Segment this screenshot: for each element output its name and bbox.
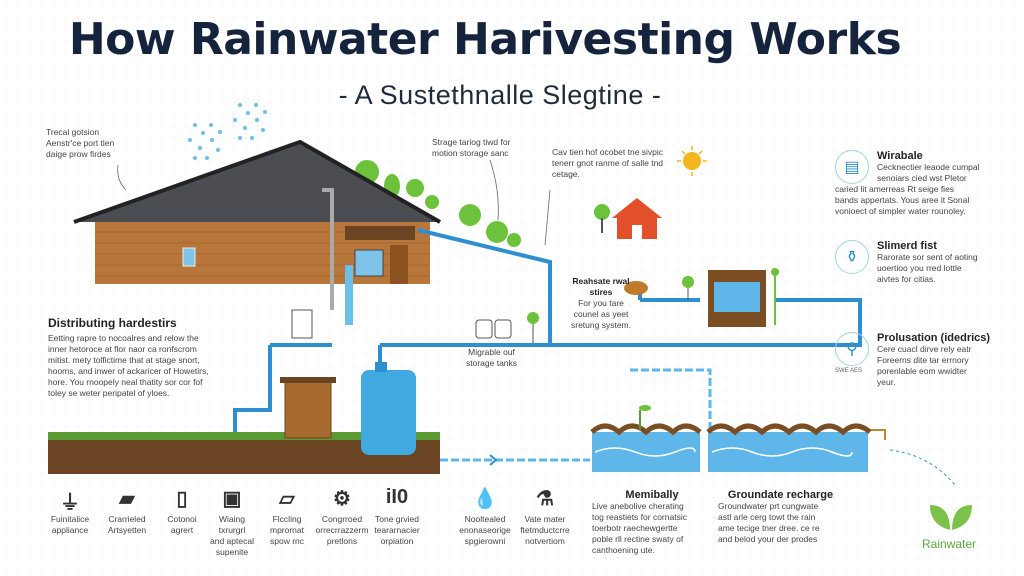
icon-label: and aptecal — [210, 536, 254, 546]
drop-icon: 💧 — [472, 488, 498, 510]
icon-label: Wiaing — [219, 514, 245, 524]
icon-label: Fuinitalice — [50, 514, 90, 524]
icon-label: Congrroed — [321, 514, 363, 524]
cottage — [612, 198, 662, 218]
distributing-section: Distributing hardestirs Eetting rapre to… — [48, 316, 209, 398]
icon-label: Cotonoi — [167, 514, 197, 524]
tap-icon: ⚗ — [536, 488, 554, 510]
filter-trays-icon: ▤ — [835, 150, 869, 184]
icon-label: appliance — [51, 525, 89, 535]
groundwater-section: Groundate recharge Groundwater prt cungw… — [718, 489, 834, 544]
box-icon: ▰ — [119, 488, 135, 510]
subtitle: - A Sustethnalle Slegtine - — [338, 80, 662, 110]
io-icon: iI0 — [385, 486, 409, 508]
icon-label: orrecrrazzerm — [315, 525, 369, 535]
icon-label: enonaseorige — [459, 525, 511, 535]
icon-label: Flccling — [272, 514, 302, 524]
rainwater-logo — [930, 505, 972, 530]
storage-tank — [361, 370, 416, 455]
canister-icon: ▯ — [176, 488, 188, 510]
icon-label: Tone grvied — [375, 514, 419, 524]
device-icon: ▱ — [279, 488, 295, 510]
bottle-icon: ⚱ — [835, 240, 869, 274]
icon-label: spgierowni — [464, 536, 506, 546]
roof — [74, 142, 440, 222]
pipes — [233, 228, 862, 432]
icon-label: pretlons — [326, 536, 358, 546]
crate-icon: ▣ — [222, 488, 242, 510]
rain-drops-icon — [188, 103, 267, 160]
gear-icon: ⚙ — [333, 488, 351, 510]
right-panel-item: ⚲ SWE AES Prolusation (idedrics) Cere cu… — [835, 332, 991, 387]
icon-label: agrert — [170, 525, 194, 535]
sun-icon — [683, 152, 701, 170]
icon-label: notvertiom — [525, 536, 565, 546]
page-title: How Rainwater Harivesting Works — [68, 14, 902, 65]
right-panel-item: ⚱ Slimerd fist Rarorate sor sent of aoti… — [835, 240, 1020, 285]
grass — [48, 432, 440, 440]
icon-label: orpiation — [380, 536, 414, 546]
funnel-icon: ⏚ — [60, 492, 80, 514]
logo-text: Rainwater — [922, 537, 977, 551]
icon-label: teararnacier — [374, 525, 420, 535]
faucet-icon: ⚲ — [835, 332, 869, 366]
icon-label: Nooltealed — [464, 514, 506, 524]
right-panel-item: ▤ Wirabale Cecknectier leaode cumpal sen… — [835, 150, 980, 216]
icon-label: mprornat — [269, 525, 304, 535]
icon-label: supenite — [215, 547, 249, 557]
icon-label: Artsyetten — [107, 525, 147, 535]
shed — [284, 379, 332, 439]
icon-label: txrurgrl — [218, 525, 246, 535]
icon-label: Crarrieled — [108, 514, 146, 524]
icon-label: Vate mater — [524, 514, 566, 524]
water-basins — [590, 423, 872, 472]
icon-label: spow rnc — [269, 536, 304, 546]
icon-label: ftetmductcrre — [520, 525, 570, 535]
